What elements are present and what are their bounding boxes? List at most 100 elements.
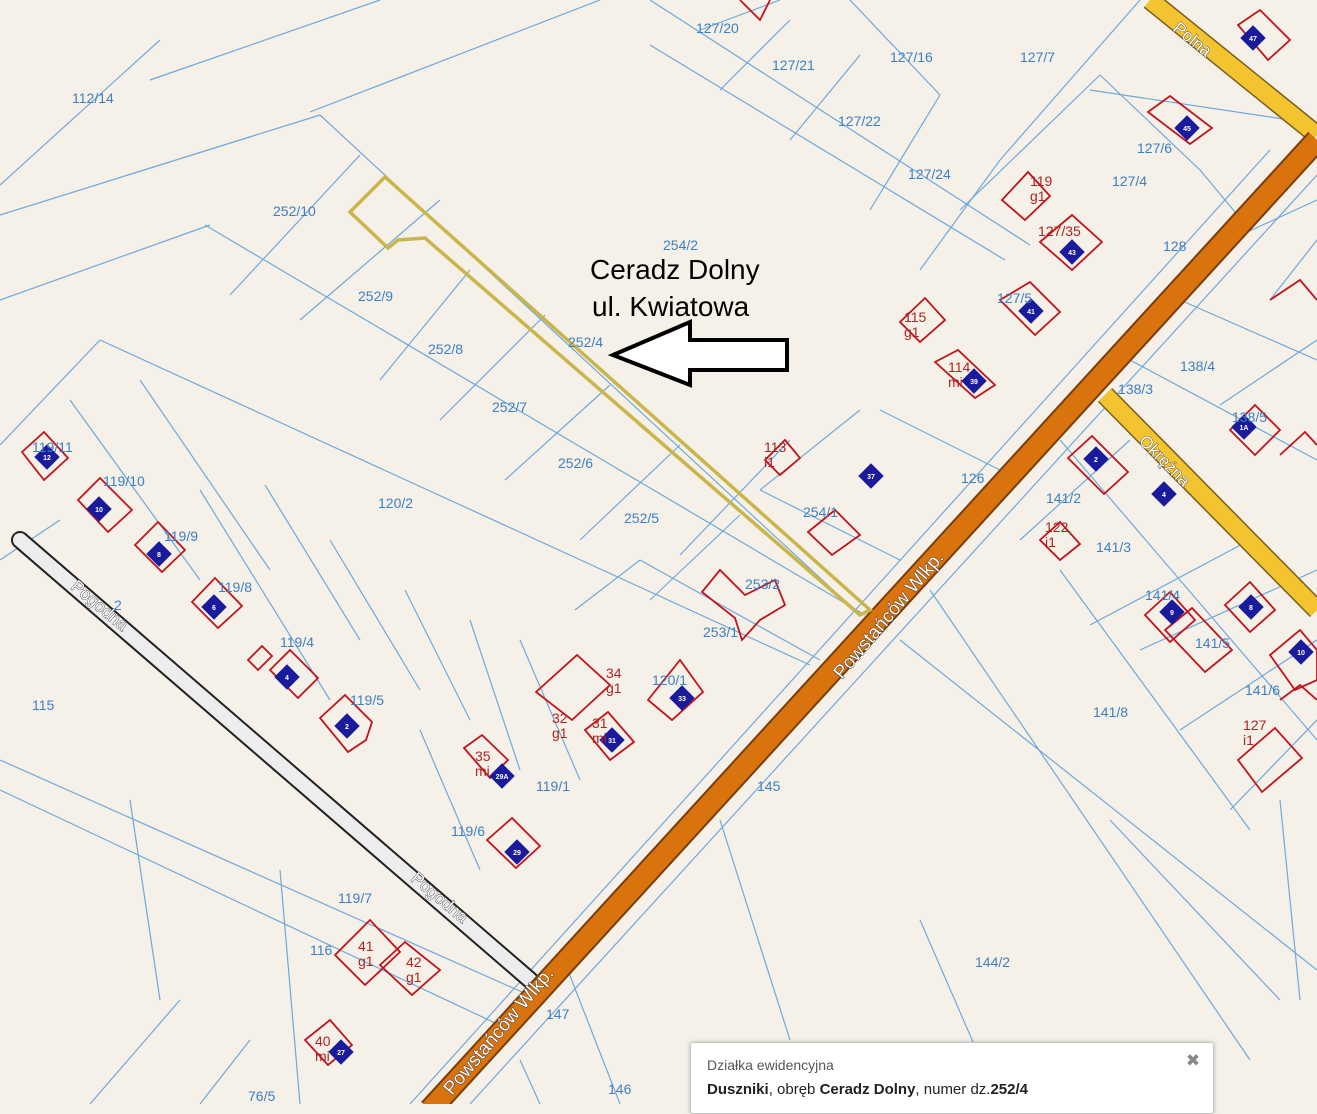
parcel-label: 119/1	[536, 778, 570, 794]
house-number: 1A	[1240, 425, 1249, 432]
annotation-line-2: ul. Kwiatowa	[592, 291, 750, 322]
parcel-labels: 112/14 252/10 254/2 252/9 252/8 252/4 25…	[32, 20, 1280, 1104]
parcel-label: 252/5	[624, 510, 659, 526]
parcel-label: 119/11	[32, 439, 73, 455]
building-label: 127/35	[1038, 223, 1081, 239]
house-number: 43	[1068, 250, 1076, 257]
house-number: 12	[43, 455, 51, 462]
parcel-label: 138/3	[1118, 381, 1153, 397]
parcel-label: 141/8	[1093, 704, 1128, 720]
parcel-label: 141/5	[1195, 635, 1230, 651]
annotation-line-1: Ceradz Dolny	[590, 254, 760, 285]
house-number: 29A	[496, 774, 509, 781]
annotation: Ceradz Dolny ul. Kwiatowa	[590, 254, 789, 388]
house-number: 33	[678, 696, 686, 703]
parcel-label: 252/8	[428, 341, 463, 357]
parcel-label: 120/1	[652, 672, 687, 688]
house-number: 4	[285, 675, 289, 682]
parcel-label: 127/24	[908, 166, 951, 182]
parcel-label: 112/14	[72, 90, 114, 106]
parcel-label: 145	[757, 778, 781, 794]
house-number: 31	[608, 738, 616, 745]
parcel-label: 127/20	[696, 20, 739, 36]
house-number: 10	[1297, 650, 1305, 657]
parcel-label: 119/8	[218, 579, 252, 595]
parcel-label: 119/5	[350, 692, 384, 708]
house-number: 8	[157, 552, 161, 559]
house-number: 29	[513, 850, 521, 857]
house-number: 39	[970, 379, 978, 386]
building-outlines	[20, 0, 1317, 1067]
house-number: 45	[1183, 126, 1191, 133]
parcel-label: 76/5	[248, 1088, 275, 1104]
parcel-label: 127/21	[772, 57, 815, 73]
parcel-label: 252/4	[568, 334, 603, 350]
parcel-label: 2	[114, 597, 122, 613]
parcel-label: 119/9	[164, 528, 198, 544]
highlighted-parcel-252-4[interactable]	[347, 174, 874, 618]
parcel-label: 119/7	[338, 890, 372, 906]
popup-precinct: Ceradz Dolny	[819, 1081, 916, 1098]
popup-parcel: 252/4	[990, 1081, 1028, 1098]
parcel-label: 138/4	[1180, 358, 1215, 374]
house-number-labels: 47 45 43 41 39 37 33 31 29 29A 27 12 10 …	[43, 36, 1305, 1057]
arrow-left-icon	[607, 318, 789, 388]
parcel-label: 116	[310, 942, 333, 958]
parcel-label: 115	[32, 697, 55, 713]
house-number: 2	[345, 724, 349, 731]
parcel-label: 147	[546, 1006, 570, 1022]
parcel-label: 253/1	[703, 624, 738, 640]
road-edge-lines	[409, 149, 1317, 1104]
roads	[11, 0, 1317, 1104]
parcel-label: 127/5	[997, 290, 1032, 306]
parcel-label: 119/10	[103, 473, 145, 489]
popup-title: Działka ewidencyjna	[707, 1057, 834, 1073]
parcel-label: 254/1	[803, 504, 838, 520]
popup-sep-1: , obręb	[768, 1081, 820, 1098]
popup-place: Duszniki	[707, 1081, 769, 1098]
parcel-label: 127/4	[1112, 173, 1147, 189]
parcel-label: 141/3	[1096, 539, 1131, 555]
house-number: 4	[1162, 492, 1166, 499]
parcel-info-popup: Działka ewidencyjna Duszniki, obręb Cera…	[690, 1042, 1214, 1114]
parcel-label: 127/7	[1020, 49, 1055, 65]
parcel-label: 141/2	[1046, 490, 1081, 506]
parcel-label: 127/6	[1137, 140, 1172, 156]
house-number: 9	[1170, 610, 1174, 617]
parcel-label: 252/7	[492, 399, 527, 415]
house-number: 27	[337, 1050, 345, 1057]
parcel-label: 252/6	[558, 455, 593, 471]
parcel-label: 138/5	[1232, 409, 1267, 425]
parcel-label: 141/6	[1245, 682, 1280, 698]
parcel-label: 253/2	[745, 576, 780, 592]
house-number: 37	[867, 474, 875, 481]
parcel-label: 141/4	[1145, 587, 1180, 603]
parcel-label: 120/2	[378, 495, 413, 511]
parcel-label: 146	[608, 1081, 632, 1097]
house-number: 47	[1249, 36, 1257, 43]
parcel-label: 119/4	[280, 634, 314, 650]
parcel-label: 252/10	[273, 203, 316, 219]
house-number: 10	[95, 507, 103, 514]
parcel-label: 254/2	[663, 237, 698, 253]
house-number: 8	[1249, 605, 1253, 612]
parcel-label: 144/2	[975, 954, 1010, 970]
close-icon[interactable]: ✖	[1185, 1051, 1201, 1070]
popup-sep-2: , numer dz.	[915, 1081, 991, 1098]
parcel-label: 128	[1163, 238, 1187, 254]
parcel-label: 119/6	[451, 823, 485, 839]
